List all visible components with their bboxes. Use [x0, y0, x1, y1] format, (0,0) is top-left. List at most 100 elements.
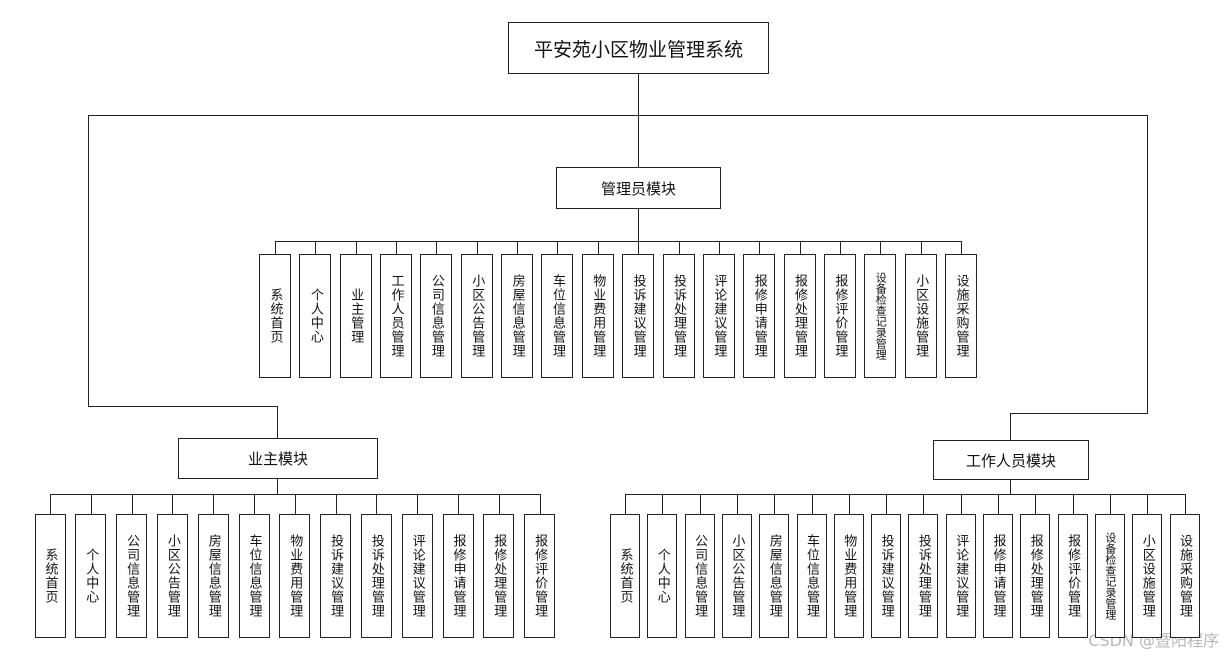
staff-leaf-box: 物业费用管理 [833, 514, 864, 638]
admin-leaf-label: 物业费用管理 [590, 274, 606, 358]
admin-leaf-box: 小区设施管理 [904, 254, 937, 378]
owner-leaf-label: 报修处理管理 [491, 534, 507, 618]
staff-leaf-connector [774, 494, 776, 515]
owner-leaf-connector [90, 494, 92, 515]
staff-leaf-label: 小区公告管理 [729, 534, 745, 618]
owner-leaf-label: 个人中心 [83, 548, 99, 604]
staff-leaf-box: 报修申请管理 [983, 514, 1013, 638]
admin-leaf-connector [315, 241, 317, 255]
admin-leaf-connector [839, 241, 841, 255]
admin-leaf-label: 设备检查记录管理 [874, 272, 888, 360]
staff-leaf-connector [960, 494, 962, 515]
staff-leaf-box: 系统首页 [610, 514, 640, 638]
admin-leaf-box: 业主管理 [339, 254, 372, 378]
right-branch-horizontal-line [1010, 413, 1148, 414]
admin-leaf-box: 报修处理管理 [783, 254, 816, 378]
owner-leaf-label: 小区公告管理 [164, 534, 180, 618]
staff-leaf-connector [998, 494, 999, 515]
admin-trunk-line [638, 209, 639, 242]
staff-leaf-box: 投诉处理管理 [908, 514, 939, 638]
staff-leaf-connector [1035, 494, 1037, 515]
root-distribution-line [88, 115, 1148, 116]
staff-leaf-label: 报修申请管理 [990, 534, 1006, 618]
staff-leaf-label: 投诉处理管理 [915, 534, 931, 618]
owner-leaf-connector [254, 494, 255, 515]
admin-module-box: 管理员模块 [556, 167, 721, 209]
root-to-admin-line [638, 74, 639, 168]
admin-leaf-label: 小区公告管理 [469, 274, 485, 358]
admin-leaf-box: 设施采购管理 [944, 254, 977, 378]
staff-leaf-connector [699, 494, 701, 515]
admin-leaf-connector [638, 241, 640, 255]
owner-leaf-label: 车位信息管理 [246, 534, 262, 618]
staff-leaf-connector [736, 494, 738, 515]
admin-leaf-box: 个人中心 [299, 254, 332, 378]
staff-leaf-connector [625, 494, 626, 515]
owner-leaf-connector [458, 494, 459, 515]
admin-leaf-label: 公司信息管理 [428, 274, 444, 358]
admin-leaf-connector [678, 241, 680, 255]
admin-leaf-connector [799, 241, 801, 255]
admin-leaf-label: 系统首页 [267, 288, 283, 344]
owner-module-title: 业主模块 [247, 450, 308, 468]
system-title-box: 平安苑小区物业管理系统 [508, 22, 769, 74]
staff-leaf-connector [848, 494, 850, 515]
staff-leaf-box: 个人中心 [647, 514, 678, 638]
staff-bus-line [625, 494, 1186, 495]
owner-leaf-label: 评论建议管理 [409, 534, 425, 618]
admin-leaf-box: 工作人员管理 [380, 254, 413, 378]
owner-leaf-box: 车位信息管理 [238, 514, 270, 638]
staff-leaf-connector [1147, 494, 1149, 515]
admin-leaf-connector [436, 241, 438, 255]
admin-leaf-box: 车位信息管理 [541, 254, 574, 378]
left-branch-horizontal-line [88, 406, 278, 407]
admin-leaf-box: 投诉建议管理 [622, 254, 655, 378]
owner-leaf-connector [417, 494, 419, 515]
owner-leaf-box: 报修处理管理 [483, 514, 515, 638]
owner-leaf-label: 公司信息管理 [124, 534, 140, 618]
owner-leaf-box: 投诉建议管理 [320, 514, 352, 638]
owner-leaf-connector [50, 494, 51, 515]
staff-leaf-box: 评论建议管理 [945, 514, 976, 638]
owner-leaf-box: 小区公告管理 [156, 514, 188, 638]
admin-leaf-label: 业主管理 [348, 288, 364, 344]
admin-leaf-connector [759, 241, 761, 255]
staff-leaf-label: 小区设施管理 [1139, 534, 1155, 618]
owner-leaf-connector [498, 494, 500, 515]
admin-leaf-box: 公司信息管理 [420, 254, 453, 378]
admin-leaf-label: 房屋信息管理 [509, 274, 525, 358]
admin-leaf-label: 小区设施管理 [913, 274, 929, 358]
owner-leaf-label: 房屋信息管理 [205, 534, 221, 618]
owner-leaf-connector [294, 494, 296, 515]
owner-leaf-label: 报修申请管理 [450, 534, 466, 618]
staff-leaf-connector [811, 494, 813, 515]
owner-module-box: 业主模块 [178, 438, 378, 479]
staff-leaf-box: 小区公告管理 [721, 514, 752, 638]
admin-leaf-connector [275, 241, 276, 255]
admin-leaf-label: 车位信息管理 [549, 274, 565, 358]
admin-leaf-connector [920, 241, 922, 255]
staff-leaf-connector [923, 494, 925, 515]
right-branch-drop-line [1010, 413, 1011, 441]
admin-leaf-connector [880, 241, 882, 255]
staff-leaf-connector [1109, 494, 1111, 515]
staff-leaf-label: 报修处理管理 [1027, 534, 1043, 618]
owner-leaf-box: 公司信息管理 [116, 514, 148, 638]
staff-leaf-label: 投诉建议管理 [878, 534, 894, 618]
admin-leaf-box: 小区公告管理 [460, 254, 493, 378]
staff-leaf-box: 设备检查记录管理 [1094, 514, 1125, 638]
staff-leaf-box: 投诉建议管理 [871, 514, 902, 638]
admin-leaf-box: 房屋信息管理 [501, 254, 534, 378]
admin-leaf-label: 投诉建议管理 [630, 274, 646, 358]
staff-trunk-line [1010, 480, 1011, 495]
owner-leaf-box: 房屋信息管理 [197, 514, 229, 638]
owner-leaf-connector [376, 494, 378, 515]
admin-leaf-label: 个人中心 [307, 288, 323, 344]
owner-leaf-box: 物业费用管理 [279, 514, 311, 638]
admin-leaf-label: 投诉处理管理 [671, 274, 686, 358]
staff-leaf-label: 设备检查记录管理 [1103, 532, 1117, 620]
admin-leaf-connector [960, 241, 962, 255]
staff-leaf-label: 车位信息管理 [804, 534, 819, 618]
admin-leaf-label: 报修处理管理 [792, 274, 808, 358]
